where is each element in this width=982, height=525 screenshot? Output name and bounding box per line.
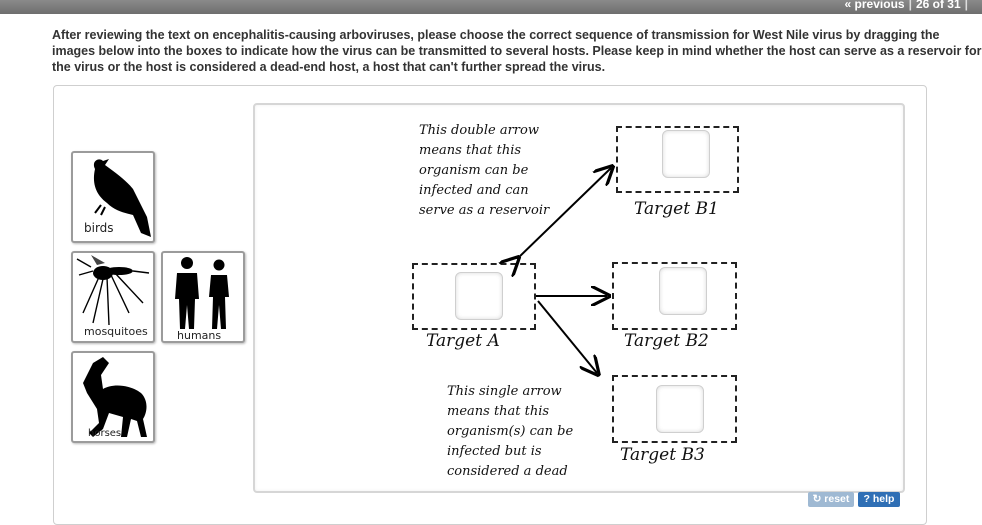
top-bar: « previous|26 of 31|: [0, 0, 982, 14]
target-b3-label: Target B3: [620, 445, 705, 465]
card-label-mosquitoes: mosquitoes: [84, 325, 148, 338]
card-mosquitoes[interactable]: mosquitoes: [71, 251, 155, 343]
target-b2-label: Target B2: [624, 331, 709, 351]
reset-button[interactable]: ↻ reset: [808, 492, 854, 507]
horse-icon: [83, 357, 147, 437]
previous-link[interactable]: « previous: [844, 0, 905, 11]
target-b3-box[interactable]: [612, 375, 737, 443]
target-b3-slot[interactable]: [656, 385, 704, 433]
card-humans[interactable]: humans: [161, 251, 245, 343]
help-button[interactable]: ? help: [858, 492, 900, 507]
card-horses[interactable]: horses: [71, 351, 155, 443]
bird-icon: [93, 159, 151, 237]
mosquito-icon: [76, 255, 150, 326]
card-label-birds: birds: [84, 221, 114, 235]
target-b1-box[interactable]: [616, 126, 739, 193]
target-b2-box[interactable]: [612, 262, 737, 330]
double-arrow-a-b1: [517, 168, 611, 259]
target-a-box[interactable]: [412, 263, 536, 330]
target-b1-slot[interactable]: [662, 130, 710, 178]
page-counter: 26 of 31: [915, 0, 961, 11]
target-b2-slot[interactable]: [659, 267, 707, 315]
arrow-a-b3: [537, 300, 597, 373]
card-label-horses: horses: [88, 428, 122, 439]
instructions: After reviewing the text on encephalitis…: [52, 28, 982, 74]
pagination: « previous|26 of 31|: [845, 0, 972, 11]
reset-icon: ↻: [812, 493, 825, 505]
humans-icon: [175, 257, 229, 329]
card-label-humans: humans: [177, 329, 222, 342]
target-b1-label: Target B1: [634, 199, 719, 219]
card-birds[interactable]: birds: [71, 151, 155, 243]
target-a-label: Target A: [426, 331, 500, 351]
target-a-slot[interactable]: [455, 272, 503, 320]
